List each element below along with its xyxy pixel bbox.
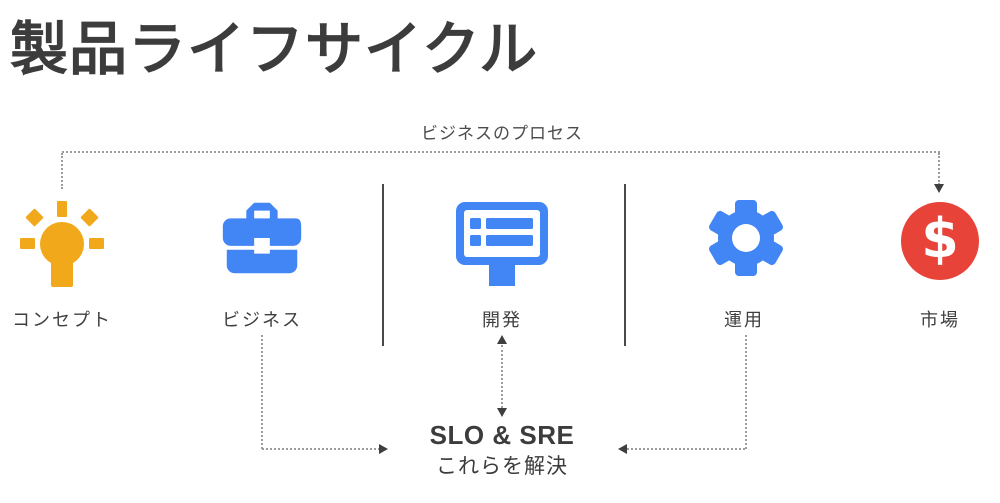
stage-label-concept: コンセプト — [12, 310, 112, 330]
divider-development-operations — [624, 184, 626, 346]
stage-label-operations: 運用 — [724, 310, 764, 330]
arrow-down-icon — [497, 408, 507, 417]
lightbulb-icon — [12, 195, 112, 295]
page-title: 製品ライフサイクル — [10, 17, 539, 82]
dollar-symbol: $ — [921, 207, 959, 270]
development-callout-dotted-line — [501, 345, 503, 408]
solve-these-label: これらを解決 — [436, 455, 568, 478]
operations-callout-dotted-line-horizontal — [627, 448, 745, 450]
divider-business-development — [382, 184, 384, 346]
dollar-icon: $ — [901, 202, 979, 280]
monitor-icon — [456, 202, 548, 288]
concept-dotted-riser — [61, 153, 63, 189]
gear-icon — [706, 198, 786, 278]
briefcase-icon — [215, 191, 309, 285]
stage-label-market: 市場 — [920, 310, 960, 330]
stage-label-business: ビジネス — [222, 310, 302, 330]
operations-callout-dotted-line-vertical — [745, 335, 747, 449]
arrow-down-icon — [934, 184, 944, 193]
arrow-up-icon — [497, 335, 507, 344]
arrow-right-icon — [379, 444, 388, 454]
business-callout-dotted-line-horizontal — [262, 448, 380, 450]
top-dotted-line — [62, 151, 940, 153]
business-process-label: ビジネスのプロセス — [421, 124, 583, 143]
business-callout-dotted-line-vertical — [261, 335, 263, 449]
stage-label-development: 開発 — [482, 310, 522, 330]
arrow-left-icon — [618, 444, 627, 454]
slo-sre-title: SLO & SRE — [429, 420, 575, 450]
market-dotted-drop — [938, 153, 940, 185]
